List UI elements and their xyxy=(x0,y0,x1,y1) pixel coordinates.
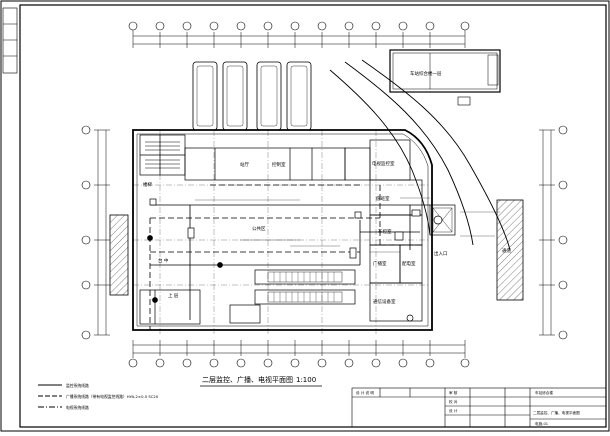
escalators xyxy=(254,269,356,305)
title-block-sheet: 二层监控、广播、电视平面图 xyxy=(533,410,580,415)
building-outline xyxy=(132,129,433,331)
left-dimension xyxy=(94,129,110,336)
stair-upper-left xyxy=(145,141,180,169)
annex-building xyxy=(389,49,501,106)
title-block-col1: 设 计 说 明 xyxy=(356,390,374,395)
upper-rooms xyxy=(139,134,411,181)
title-block-col3: 校 对 xyxy=(449,399,458,404)
room-label-m: 通道 xyxy=(502,247,511,254)
room-label-f: 配电室 xyxy=(402,260,416,267)
lower-left-rooms xyxy=(139,289,261,325)
room-label-e: 广播室 xyxy=(373,260,387,267)
room-label-a: 站厅 xyxy=(240,161,249,168)
legend: 监控系统线路 广播系统线路（带有电视监控线路）HYA-2×0.5 SC20 电视… xyxy=(38,383,159,410)
top-dimension xyxy=(132,30,466,48)
room-label-h: 电视监控室 xyxy=(372,160,395,167)
title-block-col2: 审 核 xyxy=(449,390,458,395)
room-label-d: 车控室 xyxy=(378,228,392,235)
room-label-j: 公共区 xyxy=(252,225,266,232)
legend-label-3: 电视系统线路 xyxy=(66,405,89,410)
title-block xyxy=(351,387,607,428)
binding-strip xyxy=(2,7,18,74)
wiring-broadcast xyxy=(149,184,425,330)
room-label-g: 通信设备室 xyxy=(373,298,396,305)
right-axis-bubbles xyxy=(558,125,568,340)
adjacent-building-left xyxy=(109,214,129,296)
room-label-c: 值班室 xyxy=(376,195,390,202)
inner-frame xyxy=(19,4,607,428)
room-label-b: 控制室 xyxy=(272,161,286,168)
title-block-number: 电施-01 xyxy=(535,421,548,426)
room-label-hall: 台 中 xyxy=(158,257,169,264)
title-block-project: 车站综合楼 xyxy=(535,390,553,395)
legend-label-2: 广播系统线路（带有电视监控线路）HYA-2×0.5 SC20 xyxy=(66,394,159,399)
legend-label-1: 监控系统线路 xyxy=(66,383,89,388)
right-dimension xyxy=(539,129,555,336)
room-label-i: 楼梯 xyxy=(143,181,152,188)
title-block-col4: 设 计 xyxy=(449,408,458,413)
top-axis-bubbles xyxy=(128,21,470,31)
escalator-treads xyxy=(273,272,335,302)
wiring-monitoring xyxy=(150,204,430,320)
room-label-k: 车站综合楼一层 xyxy=(410,70,442,77)
room-label-l: 出入口 xyxy=(434,250,448,257)
left-axis-bubbles xyxy=(81,125,91,340)
parked-vehicles xyxy=(192,61,312,131)
bottom-dimension xyxy=(132,340,466,358)
curved-ramp xyxy=(329,59,511,251)
devices xyxy=(147,198,443,322)
drawing-title: 二层监控、广播、电视平面图 xyxy=(202,375,293,384)
drawing-scale: 1:100 xyxy=(296,376,316,384)
room-label-stair-up: 上 层 xyxy=(168,292,179,299)
cable-notes xyxy=(195,197,500,253)
bottom-axis-bubbles xyxy=(128,358,470,368)
